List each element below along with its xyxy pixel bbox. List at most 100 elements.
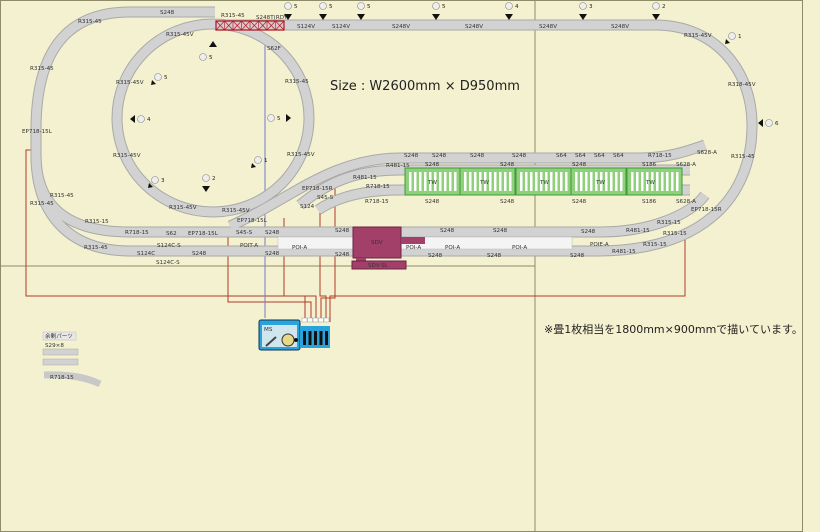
signal-icon[interactable]: 2	[652, 2, 666, 21]
station-sdv-sl	[351, 260, 407, 270]
signal-icon[interactable]: 3	[579, 2, 593, 21]
track-label: S248V	[611, 24, 629, 30]
station-area	[277, 226, 573, 270]
spare-part-r718: R718-15	[50, 375, 74, 381]
signal-icon[interactable]: 4	[505, 2, 519, 21]
wires	[25, 45, 686, 322]
track-label: S124C-S	[157, 243, 181, 249]
track-label: S248	[425, 162, 440, 168]
track-label: EP718-15L	[237, 218, 268, 224]
switch-lever[interactable]	[308, 331, 312, 345]
tracks	[30, 6, 758, 257]
track-label: S186	[642, 199, 657, 205]
signal-number: 5	[294, 4, 298, 10]
track-label: R718-15	[648, 153, 672, 159]
track-label: S45-S	[236, 230, 253, 236]
track-label: S248	[160, 10, 175, 16]
signal-number: 3	[589, 4, 593, 10]
track-label: S124V	[332, 24, 350, 30]
signal-number: 5	[209, 55, 213, 61]
track-label: S64	[556, 153, 567, 159]
track-label: S248V	[539, 24, 557, 30]
controller-label: MS	[264, 327, 273, 333]
track-label: S248	[335, 228, 350, 234]
track-label: TW	[479, 180, 489, 186]
track-label: POI-A	[292, 245, 307, 251]
track-label: EP718-15R	[691, 207, 722, 213]
track-label: S124	[300, 204, 315, 210]
track-label: S186	[642, 162, 657, 168]
spare-parts-title: 余剰パーツ	[45, 332, 73, 340]
signal-number: 1	[738, 34, 742, 40]
track-label: S248	[493, 228, 508, 234]
track-label: S248	[500, 162, 515, 168]
signal-icon[interactable]: 2	[202, 174, 216, 193]
signal-icon[interactable]: 1	[725, 32, 742, 45]
track-label: S248	[432, 153, 447, 159]
track-label: R481-15	[626, 228, 650, 234]
station-building-sdv	[352, 226, 402, 259]
track-label: R315-45	[285, 79, 309, 85]
signal-icon[interactable]: 1	[251, 156, 268, 169]
signal-icon[interactable]: 3	[148, 176, 165, 189]
tw-platforms	[404, 167, 683, 196]
wire-1	[25, 149, 306, 322]
signal-icon[interactable]: 5	[284, 2, 298, 21]
track-label: R718-15	[365, 199, 389, 205]
track-label: R315-45V	[287, 152, 315, 158]
signal-icon[interactable]: 4	[130, 115, 151, 123]
signal-number: 5	[164, 75, 168, 81]
track-label: S248	[265, 230, 280, 236]
layout-size-text: Size : W2600mm × D950mm	[330, 79, 520, 94]
track-label: R315-45V	[116, 80, 144, 86]
track-label: R315-45V	[113, 153, 141, 159]
track-labels: S248R315-45R315-45EP718-15LR315-45R315-4…	[22, 10, 756, 269]
switch-lever[interactable]	[303, 331, 306, 345]
signal-icon[interactable]: 5	[267, 114, 292, 122]
signal-number: 4	[515, 4, 519, 10]
power-controller[interactable]	[258, 317, 330, 351]
track-label: TW	[539, 180, 549, 186]
track-label: S62F	[267, 46, 281, 52]
track-label: R315-15	[663, 231, 687, 237]
signal-icon[interactable]: 6	[758, 119, 779, 127]
signal-icon[interactable]: 5	[357, 2, 371, 21]
track-label: S628-A	[676, 199, 696, 205]
track-label: EP718-15L	[188, 231, 219, 237]
track-label: R315-45	[30, 66, 54, 72]
track-label: S64	[575, 153, 586, 159]
signal-icon[interactable]: 5	[432, 2, 446, 21]
track-label: R718-15	[125, 230, 149, 236]
track-label: S248	[192, 251, 207, 257]
spare-part-s29: S29×8	[45, 343, 64, 349]
track-label: S248	[487, 253, 502, 259]
switch-lever[interactable]	[319, 331, 323, 345]
track-label: S248	[440, 228, 455, 234]
switch-lever[interactable]	[325, 331, 328, 345]
track-label: R315-15	[85, 219, 109, 225]
signal-icon[interactable]: 5	[199, 41, 218, 61]
signal-number: 6	[775, 121, 779, 127]
station-extension	[401, 237, 425, 244]
track-label: TW	[645, 180, 655, 186]
track-label: S248	[425, 199, 440, 205]
track-label: POI-A	[445, 245, 460, 251]
signal-icon[interactable]: 5	[319, 2, 333, 21]
track-label: S248	[428, 253, 443, 259]
track-label: S45-S	[317, 195, 334, 201]
track-label: S124V	[297, 24, 315, 30]
track-label: SDV-SL	[368, 263, 389, 269]
track-label: S248	[572, 162, 587, 168]
track-label: S248	[581, 229, 596, 235]
track-label: R315-45	[731, 154, 755, 160]
track-label: R481-15	[386, 163, 410, 169]
track-label: R315-45V	[684, 33, 712, 39]
track-label: S64	[613, 153, 624, 159]
switch-lever[interactable]	[314, 331, 317, 345]
signal-number: 2	[662, 4, 666, 10]
signal-icon[interactable]: 5	[151, 73, 168, 86]
signal-number: 2	[212, 176, 216, 182]
track-label: S248V	[465, 24, 483, 30]
track-label: S628-A	[697, 150, 717, 156]
